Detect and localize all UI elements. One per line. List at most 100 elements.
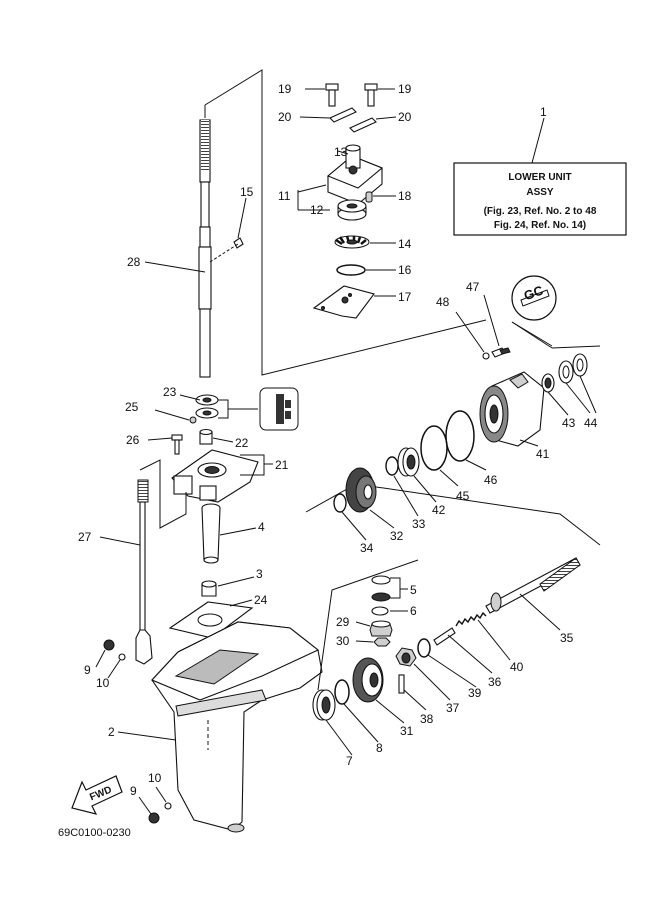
propeller-shaft-housing bbox=[479, 371, 545, 447]
callout-28: 28 bbox=[127, 255, 141, 269]
callout-35: 35 bbox=[560, 631, 574, 645]
pump-insert-cartridge bbox=[337, 199, 367, 221]
callout-23: 23 bbox=[163, 385, 177, 399]
callout-5: 5 bbox=[410, 583, 417, 597]
forward-gear-bearing bbox=[312, 689, 336, 721]
shaft-key bbox=[233, 237, 244, 249]
box-line-2: ASSY bbox=[526, 187, 554, 198]
lower-case-gasket bbox=[168, 601, 254, 639]
o-ring-large bbox=[445, 410, 475, 462]
housing-bolt-47 bbox=[491, 347, 511, 358]
bearing-pair bbox=[195, 394, 219, 419]
washer-plate-left bbox=[329, 107, 357, 123]
callout-13: 13 bbox=[334, 145, 348, 159]
drive-shaft bbox=[198, 119, 212, 378]
bearing-housing bbox=[171, 449, 259, 503]
callout-41: 41 bbox=[536, 447, 550, 461]
shim-forward bbox=[334, 679, 350, 705]
o-ring-small bbox=[420, 425, 448, 471]
pinion-nut bbox=[373, 637, 391, 647]
shim bbox=[371, 606, 389, 616]
callout-9-lower: 9 bbox=[130, 784, 137, 798]
callout-8: 8 bbox=[376, 741, 383, 755]
callout-9-upper: 9 bbox=[84, 663, 91, 677]
callout-24: 24 bbox=[254, 593, 268, 607]
callout-38: 38 bbox=[420, 712, 434, 726]
callout-2: 2 bbox=[108, 725, 115, 739]
forward-gear bbox=[352, 657, 384, 703]
callout-25: 25 bbox=[125, 400, 139, 414]
drain-screw-lower bbox=[148, 802, 172, 824]
lower-casing bbox=[151, 621, 323, 833]
callout-14: 14 bbox=[398, 237, 412, 251]
shift-rod bbox=[135, 479, 153, 665]
thrust-bearing bbox=[371, 575, 391, 602]
callout-30: 30 bbox=[336, 634, 350, 648]
callout-21: 21 bbox=[275, 458, 289, 472]
outer-plate-cartridge bbox=[312, 285, 375, 319]
callout-26: 26 bbox=[126, 433, 140, 447]
callout-43: 43 bbox=[562, 416, 576, 430]
cap-bearing bbox=[397, 447, 420, 477]
callout-29: 29 bbox=[336, 615, 350, 629]
callout-15: 15 bbox=[240, 185, 254, 199]
callout-7: 7 bbox=[346, 754, 353, 768]
callout-20-left: 20 bbox=[278, 110, 292, 124]
drain-screw-upper bbox=[103, 639, 126, 661]
callout-6: 6 bbox=[410, 604, 417, 618]
o-ring bbox=[336, 264, 366, 276]
impeller bbox=[334, 235, 370, 249]
dowel-pin bbox=[365, 191, 373, 203]
callout-37: 37 bbox=[446, 701, 460, 715]
callout-34: 34 bbox=[360, 541, 374, 555]
pump-group-bracket bbox=[204, 69, 487, 376]
callout-19-right: 19 bbox=[398, 82, 412, 96]
cross-pin bbox=[398, 674, 405, 694]
callout-4: 4 bbox=[258, 520, 265, 534]
reverse-gear bbox=[345, 467, 377, 513]
pump-bolt-left bbox=[325, 83, 339, 107]
callout-33: 33 bbox=[412, 517, 426, 531]
callout-18: 18 bbox=[398, 189, 412, 203]
shift-plunger bbox=[433, 627, 456, 646]
callout-3: 3 bbox=[256, 567, 263, 581]
callout-20-right: 20 bbox=[398, 110, 412, 124]
box-line-4: Fig. 24, Ref. No. 14) bbox=[494, 220, 586, 231]
dog-clutch bbox=[395, 647, 417, 667]
pinion-gear bbox=[369, 620, 393, 637]
shift-spring bbox=[455, 611, 487, 627]
callout-12: 12 bbox=[310, 203, 324, 217]
reverse-washer bbox=[385, 456, 399, 476]
callout-45: 45 bbox=[456, 489, 470, 503]
callout-27: 27 bbox=[78, 530, 92, 544]
forward-arrow-icon: FWD bbox=[71, 775, 123, 815]
callout-48: 48 bbox=[436, 295, 450, 309]
reverse-group-bracket bbox=[305, 483, 601, 546]
washer-plate-right bbox=[349, 117, 377, 133]
water-tube bbox=[201, 503, 221, 564]
callout-39: 39 bbox=[468, 686, 482, 700]
pump-bolt-right bbox=[364, 83, 378, 107]
drawing-code: 69C0100-0230 bbox=[58, 827, 131, 839]
callout-22: 22 bbox=[235, 436, 249, 450]
callout-47: 47 bbox=[466, 280, 480, 294]
callout-32: 32 bbox=[390, 529, 404, 543]
callout-17: 17 bbox=[398, 290, 412, 304]
callout-16: 16 bbox=[398, 263, 412, 277]
callout-1: 1 bbox=[540, 105, 547, 119]
bushing bbox=[199, 428, 213, 445]
box-line-1: LOWER UNIT bbox=[508, 172, 571, 183]
grease-symbol-icon bbox=[259, 387, 299, 431]
shim-reverse bbox=[333, 493, 347, 513]
callout-19-left: 19 bbox=[278, 82, 292, 96]
callout-42: 42 bbox=[432, 503, 446, 517]
callout-46: 46 bbox=[484, 473, 498, 487]
gear-group-bracket bbox=[317, 559, 419, 691]
callout-40: 40 bbox=[510, 660, 524, 674]
washer-48 bbox=[482, 352, 490, 360]
housing-bolt bbox=[171, 434, 183, 455]
callout-10-upper: 10 bbox=[96, 676, 110, 690]
callout-31: 31 bbox=[400, 724, 414, 738]
callout-44: 44 bbox=[584, 416, 598, 430]
